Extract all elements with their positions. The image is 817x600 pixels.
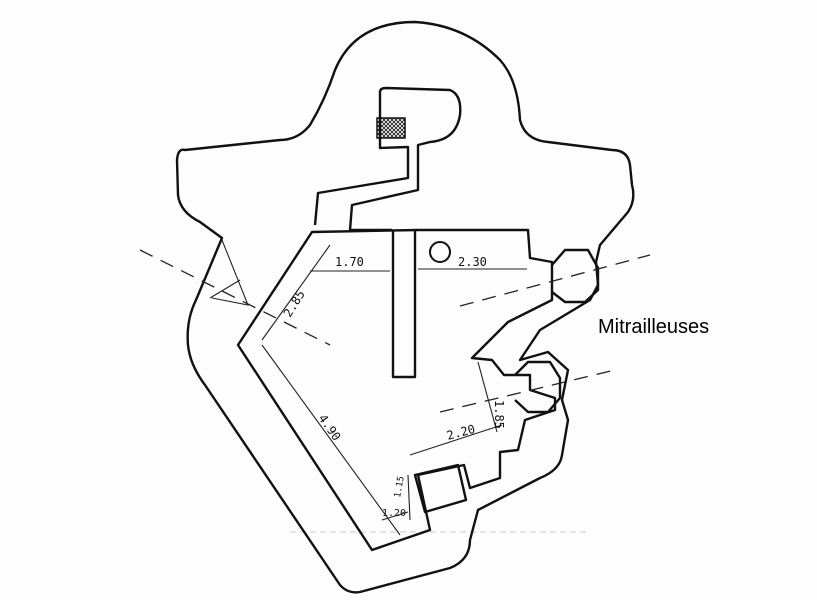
ventilation-circle [429,241,451,263]
dim-2-85: 2.85 [281,288,308,320]
dimension-lines [261,244,527,536]
dim-4-90: 4.90 [316,412,344,444]
dim-2-20: 2.20 [445,422,477,443]
dim-1-85: 1.85 [492,400,506,429]
firing-line-left [139,249,331,346]
embrasure-upper [551,248,600,304]
outer-outline [175,20,635,594]
dim-1-20: 1.20 [382,508,406,519]
firing-line-upper [459,254,651,307]
entry-block [413,463,468,514]
dim-1-70: 1.70 [335,255,364,269]
embrasure-left [209,239,249,306]
machine-guns-label: Mitrailleuses [598,316,710,338]
hatched-door [376,117,406,139]
interior-room [236,86,557,552]
central-pillar [391,230,417,379]
dim-1-15: 1.15 [393,475,407,498]
dim-2-30: 2.30 [458,255,487,269]
firing-line-lower [439,369,616,413]
embrasure-lower [514,360,562,414]
